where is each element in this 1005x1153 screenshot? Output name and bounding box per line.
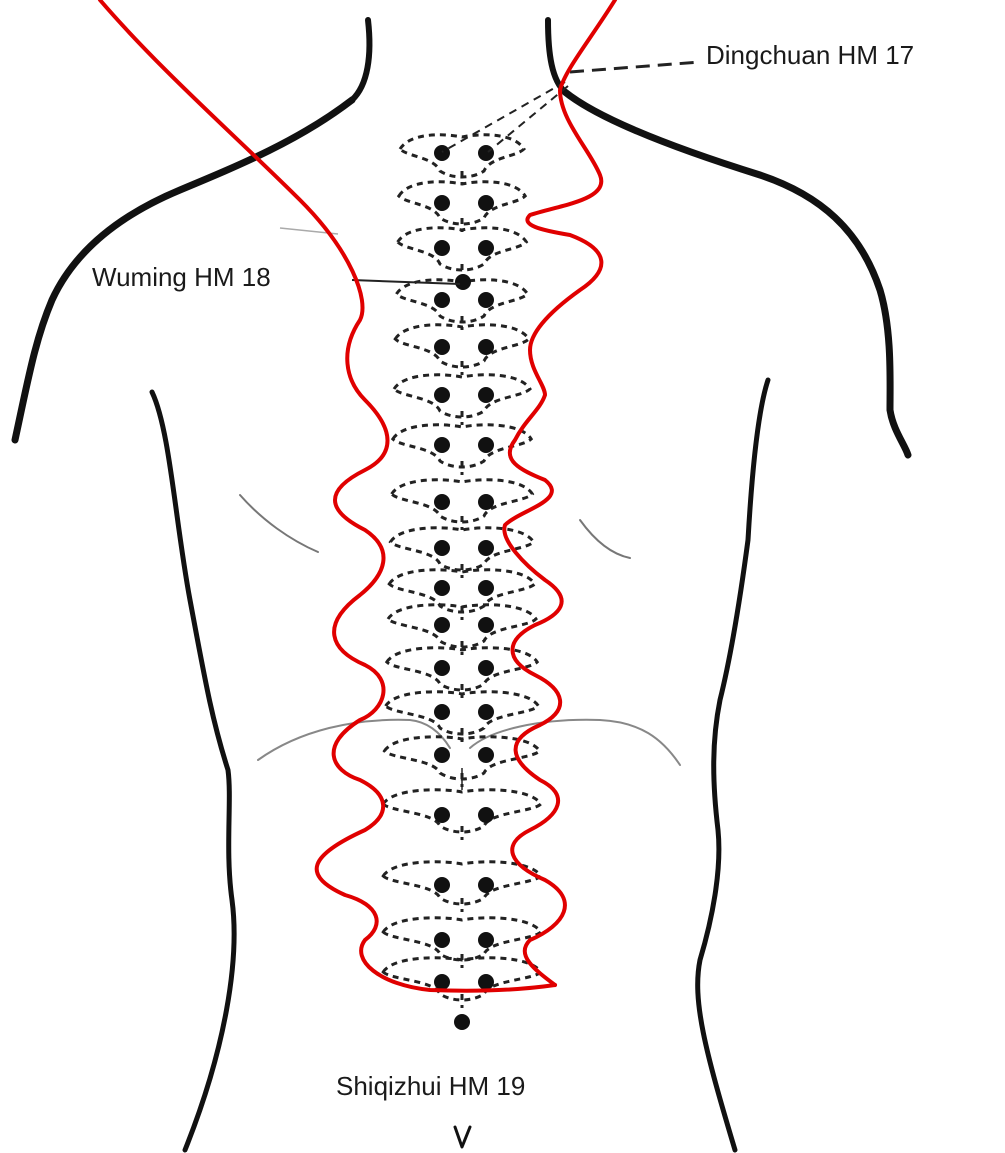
acupoint-dot [478,704,494,720]
vertebra-outline [395,325,529,367]
torso-left-line [152,392,234,1150]
vertebra-outline [398,228,527,270]
gluteal-cleft-mark [455,1127,470,1147]
acupoint-dot [478,932,494,948]
red-wavy-line-right [504,0,615,985]
acupoint-dot [478,660,494,676]
acupoint-dot [434,807,450,823]
vertebra-outline [383,958,541,1000]
acupoint-dot [434,877,450,893]
acupoint-dot [434,932,450,948]
acupoint-dot [434,240,450,256]
acupoint-dot [434,145,450,161]
vertebra-outline [399,182,525,224]
acupoint-dot [434,292,450,308]
acupoint-dot [434,617,450,633]
dingchuan-label: Dingchuan HM 17 [706,40,914,70]
wuming-leader-line [352,280,460,284]
acupoint-dot [478,974,494,990]
scapula-left-line [240,495,318,552]
acupoint-dot [478,877,494,893]
acupoint-dot [478,540,494,556]
acupoint-dot [434,494,450,510]
spine-vertebrae [383,135,541,1008]
acupoint-dot [454,1014,470,1030]
acupoint-dot [478,580,494,596]
acupoint-dot [434,747,450,763]
acupoint-dot [478,617,494,633]
acupoint-dot [478,145,494,161]
scapula-right-line [580,520,630,558]
shoulder-right-line [565,92,908,455]
acupoint-dot [455,274,471,290]
red-overlay-annotation [100,0,615,991]
acupoint-dot [478,240,494,256]
acupoint-dot [434,387,450,403]
acupoint-dot [434,660,450,676]
acupoint-dot [478,195,494,211]
acupoint-dot [478,437,494,453]
dingchuan-leader-line [570,62,700,72]
vertebra-outline [392,480,533,522]
acupoint-dot [434,540,450,556]
acupoint-dot [478,747,494,763]
acupoint-dot [434,580,450,596]
acupoint-dot [434,437,450,453]
acupoint-dot [434,974,450,990]
acupoint-dot [478,807,494,823]
acupoint-dot [434,195,450,211]
body-outline [15,20,908,1150]
acupoint-dot [478,339,494,355]
acupoint-dot [478,387,494,403]
vertebra-outline [383,918,541,960]
vertebra-outline [383,790,541,832]
wuming-label: Wuming HM 18 [92,262,271,292]
acupoint-dot [434,704,450,720]
vertebra-outline [383,862,541,904]
shiqizhui-label: Shiqizhui HM 19 [336,1071,525,1101]
vertebra-outline [394,375,530,417]
acupoint-dot [478,292,494,308]
acupoint-dot [478,494,494,510]
neck-left-line [352,20,369,100]
torso-right-line [698,380,768,1150]
dingchuan-leader-to-dot-1 [442,82,565,152]
pelvis-right-line [470,720,680,765]
acupoint-dot [434,339,450,355]
